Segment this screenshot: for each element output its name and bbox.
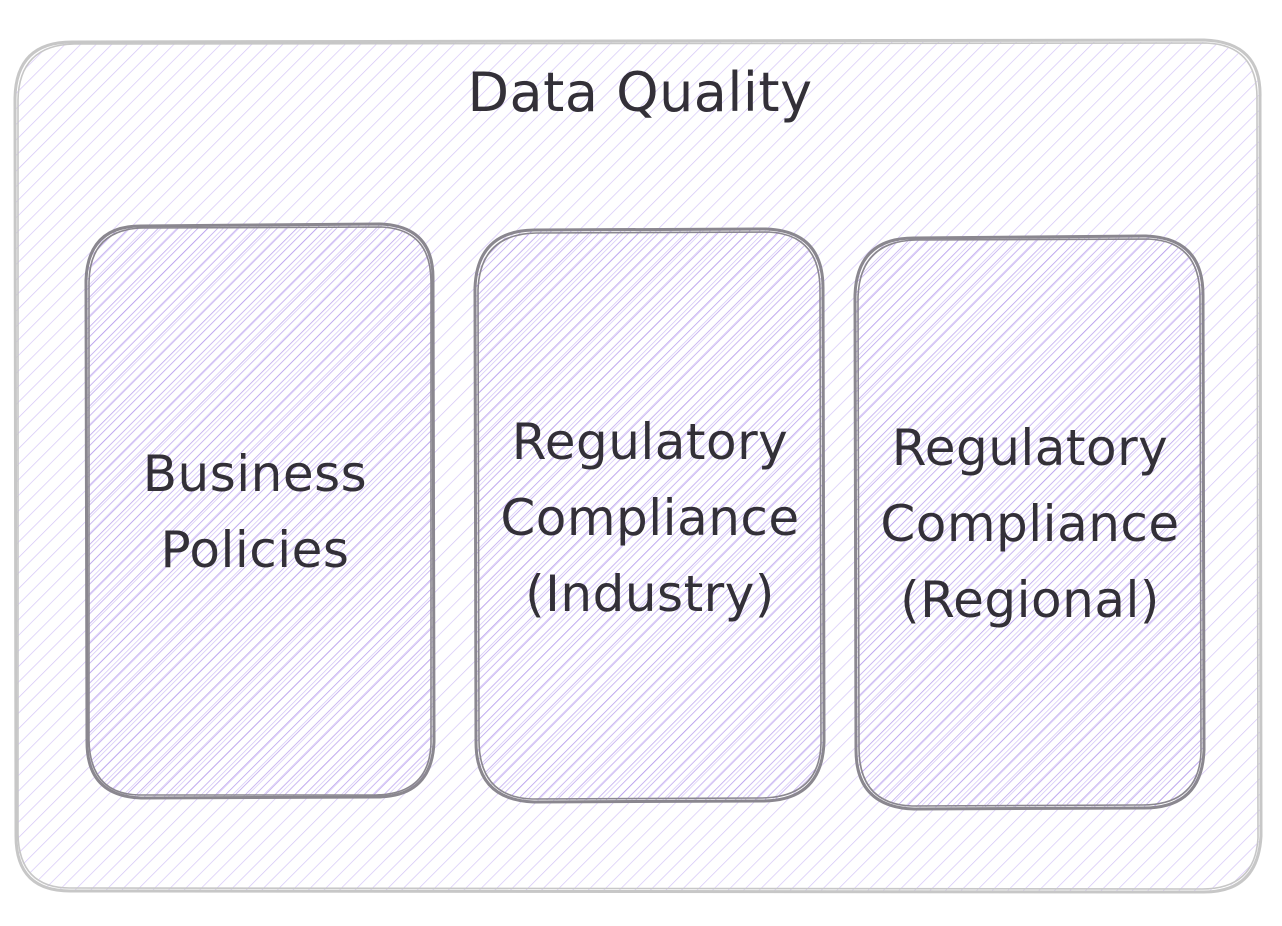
box-label-line: Regulatory xyxy=(511,413,789,471)
box-regulatory-regional xyxy=(853,234,1206,811)
outer-title: Data Quality xyxy=(467,61,813,124)
box-label-line: Compliance xyxy=(500,489,800,547)
box-regulatory-industry-label: Regulatory Compliance (Industry) xyxy=(478,404,822,632)
box-label-line: (Regional) xyxy=(900,571,1160,629)
box-label-line: Business xyxy=(142,445,368,503)
box-business-policies xyxy=(84,222,436,800)
box-business-policies-label: Business Policies xyxy=(100,436,410,588)
box-label-line: Policies xyxy=(160,521,350,579)
box-regulatory-regional-label: Regulatory Compliance (Regional) xyxy=(858,410,1202,638)
box-regulatory-industry xyxy=(473,227,826,804)
box-label-line: Compliance xyxy=(880,495,1180,553)
box-label-line: (Industry) xyxy=(525,565,775,623)
box-label-line: Regulatory xyxy=(891,419,1169,477)
